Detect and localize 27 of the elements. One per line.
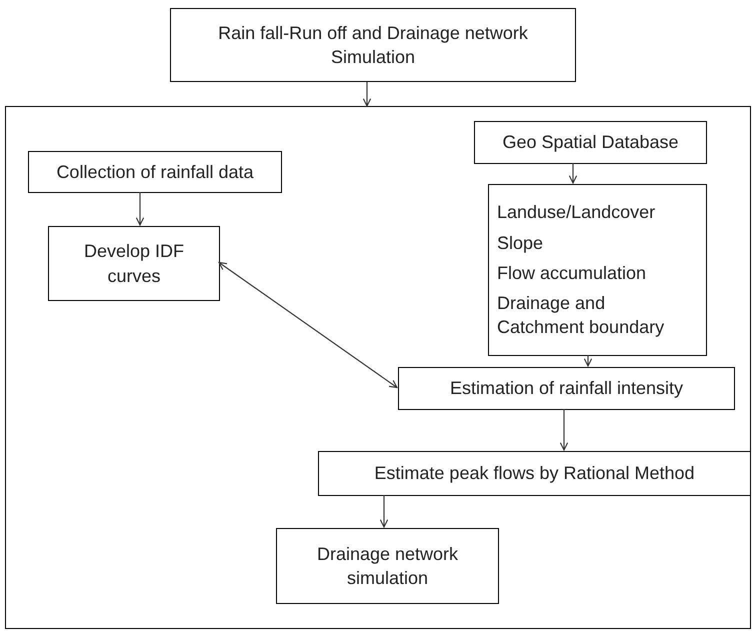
box-text: Collection of rainfall data <box>56 160 254 184</box>
process-box <box>276 528 499 604</box>
box-text: Flow accumulation <box>497 262 646 285</box>
arrow <box>584 355 592 367</box>
arrow <box>218 262 398 388</box>
process-box <box>398 367 735 410</box>
box-text: Slope <box>497 232 544 255</box>
arrow <box>568 163 578 184</box>
box-text: Geo Spatial Database <box>502 131 679 154</box>
box-text: Develop IDF curves <box>82 240 186 288</box>
box-text: Estimation of rainfall intensity <box>450 377 684 400</box>
frame-box <box>5 106 751 629</box>
process-box <box>170 8 576 82</box>
process-box <box>28 151 282 193</box>
arrow <box>362 82 372 107</box>
arrow <box>560 409 568 451</box>
process-box <box>318 451 751 496</box>
process-box <box>48 226 220 301</box>
box-text: Drainage network simulation <box>316 542 460 590</box>
arrow <box>136 192 144 226</box>
process-box <box>488 184 707 356</box>
box-text: Rain fall-Run off and Drainage network Simulation <box>217 22 529 69</box>
box-text: Estimate peak flows by Rational Method <box>374 462 695 486</box>
box-text: Landuse/Landcover <box>497 201 656 224</box>
process-box <box>474 121 707 164</box>
box-text: Drainage and Catchment boundary <box>497 292 666 340</box>
arrow <box>380 495 388 528</box>
